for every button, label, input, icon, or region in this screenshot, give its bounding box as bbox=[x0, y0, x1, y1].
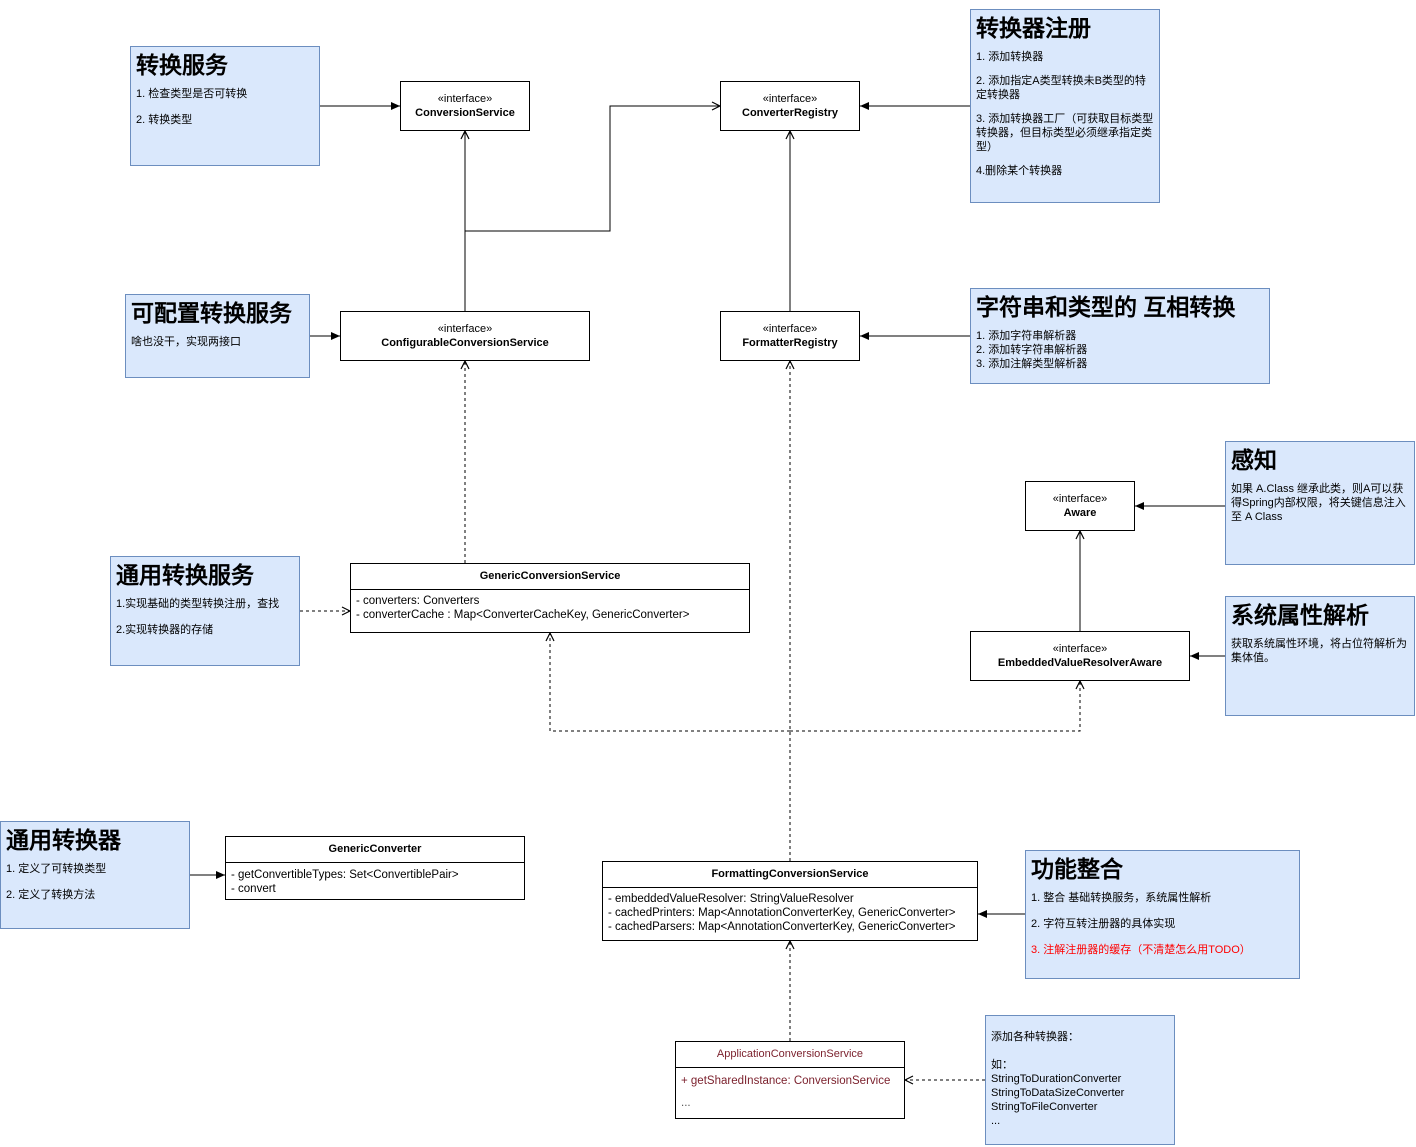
note-item: 1. 检查类型是否可转换 bbox=[136, 88, 248, 100]
note-item: StringToDataSizeConverter bbox=[991, 1087, 1125, 1099]
interface-converter-registry[interactable]: «interface» ConverterRegistry bbox=[720, 81, 860, 131]
note-item: ... bbox=[991, 1115, 1001, 1127]
note-item: 1. 整合 基础转换服务，系统属性解析 bbox=[1031, 892, 1212, 904]
note-item: 1. 添加转换器 bbox=[976, 51, 1044, 63]
note-item: 2. 定义了转换方法 bbox=[6, 889, 96, 901]
configurable-extends-converter-registry bbox=[465, 106, 720, 232]
note-item: 2. 添加转字符串解析器 bbox=[976, 344, 1088, 356]
note-title: 转换器注册 bbox=[976, 15, 1091, 41]
note-item: 4.删除某个转换器 bbox=[976, 165, 1063, 177]
class-more: ... bbox=[681, 1097, 691, 1109]
stereotype-label: «interface» bbox=[1052, 493, 1108, 505]
interface-embedded-value-resolver-aware[interactable]: «interface» EmbeddedValueResolverAware bbox=[970, 631, 1190, 681]
note-converter-registry: 转换器注册 1. 添加转换器 2. 添加指定A类型转换未B类型的特定转换器 3.… bbox=[970, 9, 1160, 203]
interface-name: ConverterRegistry bbox=[742, 107, 838, 119]
class-field: - getConvertibleTypes: Set<ConvertiblePa… bbox=[231, 869, 459, 881]
stereotype-label: «interface» bbox=[1052, 643, 1108, 655]
note-add-converters: 添加各种转换器： 如： StringToDurationConverter St… bbox=[985, 1015, 1175, 1145]
note-integration: 功能整合 1. 整合 基础转换服务，系统属性解析 2. 字符互转注册器的具体实现… bbox=[1025, 850, 1300, 979]
note-title: 可配置转换服务 bbox=[131, 300, 292, 326]
formatting-extends-generic bbox=[550, 633, 790, 732]
class-method: + getSharedInstance: ConversionService bbox=[681, 1075, 891, 1087]
stereotype-label: «interface» bbox=[437, 323, 493, 335]
note-item: StringToFileConverter bbox=[991, 1101, 1098, 1113]
class-field: - converterCache : Map<ConverterCacheKey… bbox=[356, 609, 690, 621]
note-item: 3. 添加注解类型解析器 bbox=[976, 358, 1088, 370]
note-item: 获取系统属性环境，将占位符解析为集体值。 bbox=[1231, 638, 1407, 664]
class-field: - embeddedValueResolver: StringValueReso… bbox=[608, 893, 854, 905]
interface-aware[interactable]: «interface» Aware bbox=[1025, 481, 1135, 531]
class-name: GenericConverter bbox=[226, 837, 524, 863]
stereotype-label: «interface» bbox=[762, 323, 818, 335]
note-title: 系统属性解析 bbox=[1231, 602, 1369, 628]
interface-name: Aware bbox=[1063, 507, 1097, 519]
class-formatting-conversion-service[interactable]: FormattingConversionService - embeddedVa… bbox=[602, 861, 978, 941]
interface-name: FormatterRegistry bbox=[742, 337, 838, 349]
note-intro: 添加各种转换器： bbox=[991, 1031, 1079, 1043]
note-item: 1. 定义了可转换类型 bbox=[6, 863, 107, 875]
class-name: ApplicationConversionService bbox=[676, 1042, 904, 1068]
class-field: - cachedParsers: Map<AnnotationConverter… bbox=[608, 921, 956, 933]
note-aware: 感知 如果 A.Class 继承此类，则A可以获得Spring内部权限，将关键信… bbox=[1225, 441, 1415, 565]
note-item: 1.实现基础的类型转换注册，查找 bbox=[116, 598, 280, 610]
class-generic-converter[interactable]: GenericConverter - getConvertibleTypes: … bbox=[225, 836, 525, 900]
note-item: StringToDurationConverter bbox=[991, 1073, 1122, 1085]
note-item: 1. 添加字符串解析器 bbox=[976, 330, 1077, 342]
note-item: 2. 字符互转注册器的具体实现 bbox=[1031, 918, 1176, 930]
stereotype-label: «interface» bbox=[437, 93, 493, 105]
note-item: 如果 A.Class 继承此类，则A可以获得Spring内部权限，将关键信息注入… bbox=[1231, 483, 1406, 523]
interface-name: ConfigurableConversionService bbox=[381, 337, 549, 349]
note-title: 功能整合 bbox=[1031, 856, 1123, 882]
note-item: 2. 添加指定A类型转换未B类型的特定转换器 bbox=[976, 75, 1146, 101]
interface-name: EmbeddedValueResolverAware bbox=[997, 657, 1163, 669]
formatting-implements-embedded bbox=[790, 681, 1080, 732]
note-formatter: 字符串和类型的 互相转换 1. 添加字符串解析器 2. 添加转字符串解析器 3.… bbox=[970, 288, 1270, 384]
note-item: 啥也没干，实现两接口 bbox=[131, 336, 241, 348]
stereotype-label: «interface» bbox=[762, 93, 818, 105]
class-field: - cachedPrinters: Map<AnnotationConverte… bbox=[608, 907, 956, 919]
note-item: 3. 添加转换器工厂（可获取目标类型转换器，但目标类型必须继承指定类型） bbox=[976, 113, 1154, 153]
note-title: 感知 bbox=[1231, 447, 1277, 473]
interface-conversion-service[interactable]: «interface» ConversionService bbox=[400, 81, 530, 131]
note-title: 通用转换服务 bbox=[116, 562, 254, 588]
note-configurable: 可配置转换服务 啥也没干，实现两接口 bbox=[125, 294, 310, 378]
class-application-conversion-service[interactable]: ApplicationConversionService + getShared… bbox=[675, 1041, 905, 1119]
note-example-label: 如： bbox=[991, 1059, 1013, 1071]
note-generic-service: 通用转换服务 1.实现基础的类型转换注册，查找 2.实现转换器的存储 bbox=[110, 556, 300, 666]
interface-configurable-conversion-service[interactable]: «interface» ConfigurableConversionServic… bbox=[340, 311, 590, 361]
class-generic-conversion-service[interactable]: GenericConversionService - converters: C… bbox=[350, 563, 750, 633]
note-generic-converter: 通用转换器 1. 定义了可转换类型 2. 定义了转换方法 bbox=[0, 821, 190, 929]
note-title: 通用转换器 bbox=[6, 827, 121, 853]
class-field: - converters: Converters bbox=[356, 595, 480, 607]
class-name: FormattingConversionService bbox=[603, 862, 977, 888]
note-item: 2.实现转换器的存储 bbox=[116, 624, 214, 636]
note-title: 字符串和类型的 互相转换 bbox=[976, 294, 1236, 320]
note-item: 2. 转换类型 bbox=[136, 114, 193, 126]
note-conversion-service: 转换服务 1. 检查类型是否可转换 2. 转换类型 bbox=[130, 46, 320, 166]
interface-formatter-registry[interactable]: «interface» FormatterRegistry bbox=[720, 311, 860, 361]
note-embedded: 系统属性解析 获取系统属性环境，将占位符解析为集体值。 bbox=[1225, 596, 1415, 716]
note-item-todo: 3. 注解注册器的缓存（不清楚怎么用TODO） bbox=[1031, 944, 1251, 956]
note-title: 转换服务 bbox=[136, 52, 228, 78]
interface-name: ConversionService bbox=[415, 107, 515, 119]
class-name: GenericConversionService bbox=[351, 564, 749, 590]
class-field: - convert bbox=[231, 883, 276, 895]
